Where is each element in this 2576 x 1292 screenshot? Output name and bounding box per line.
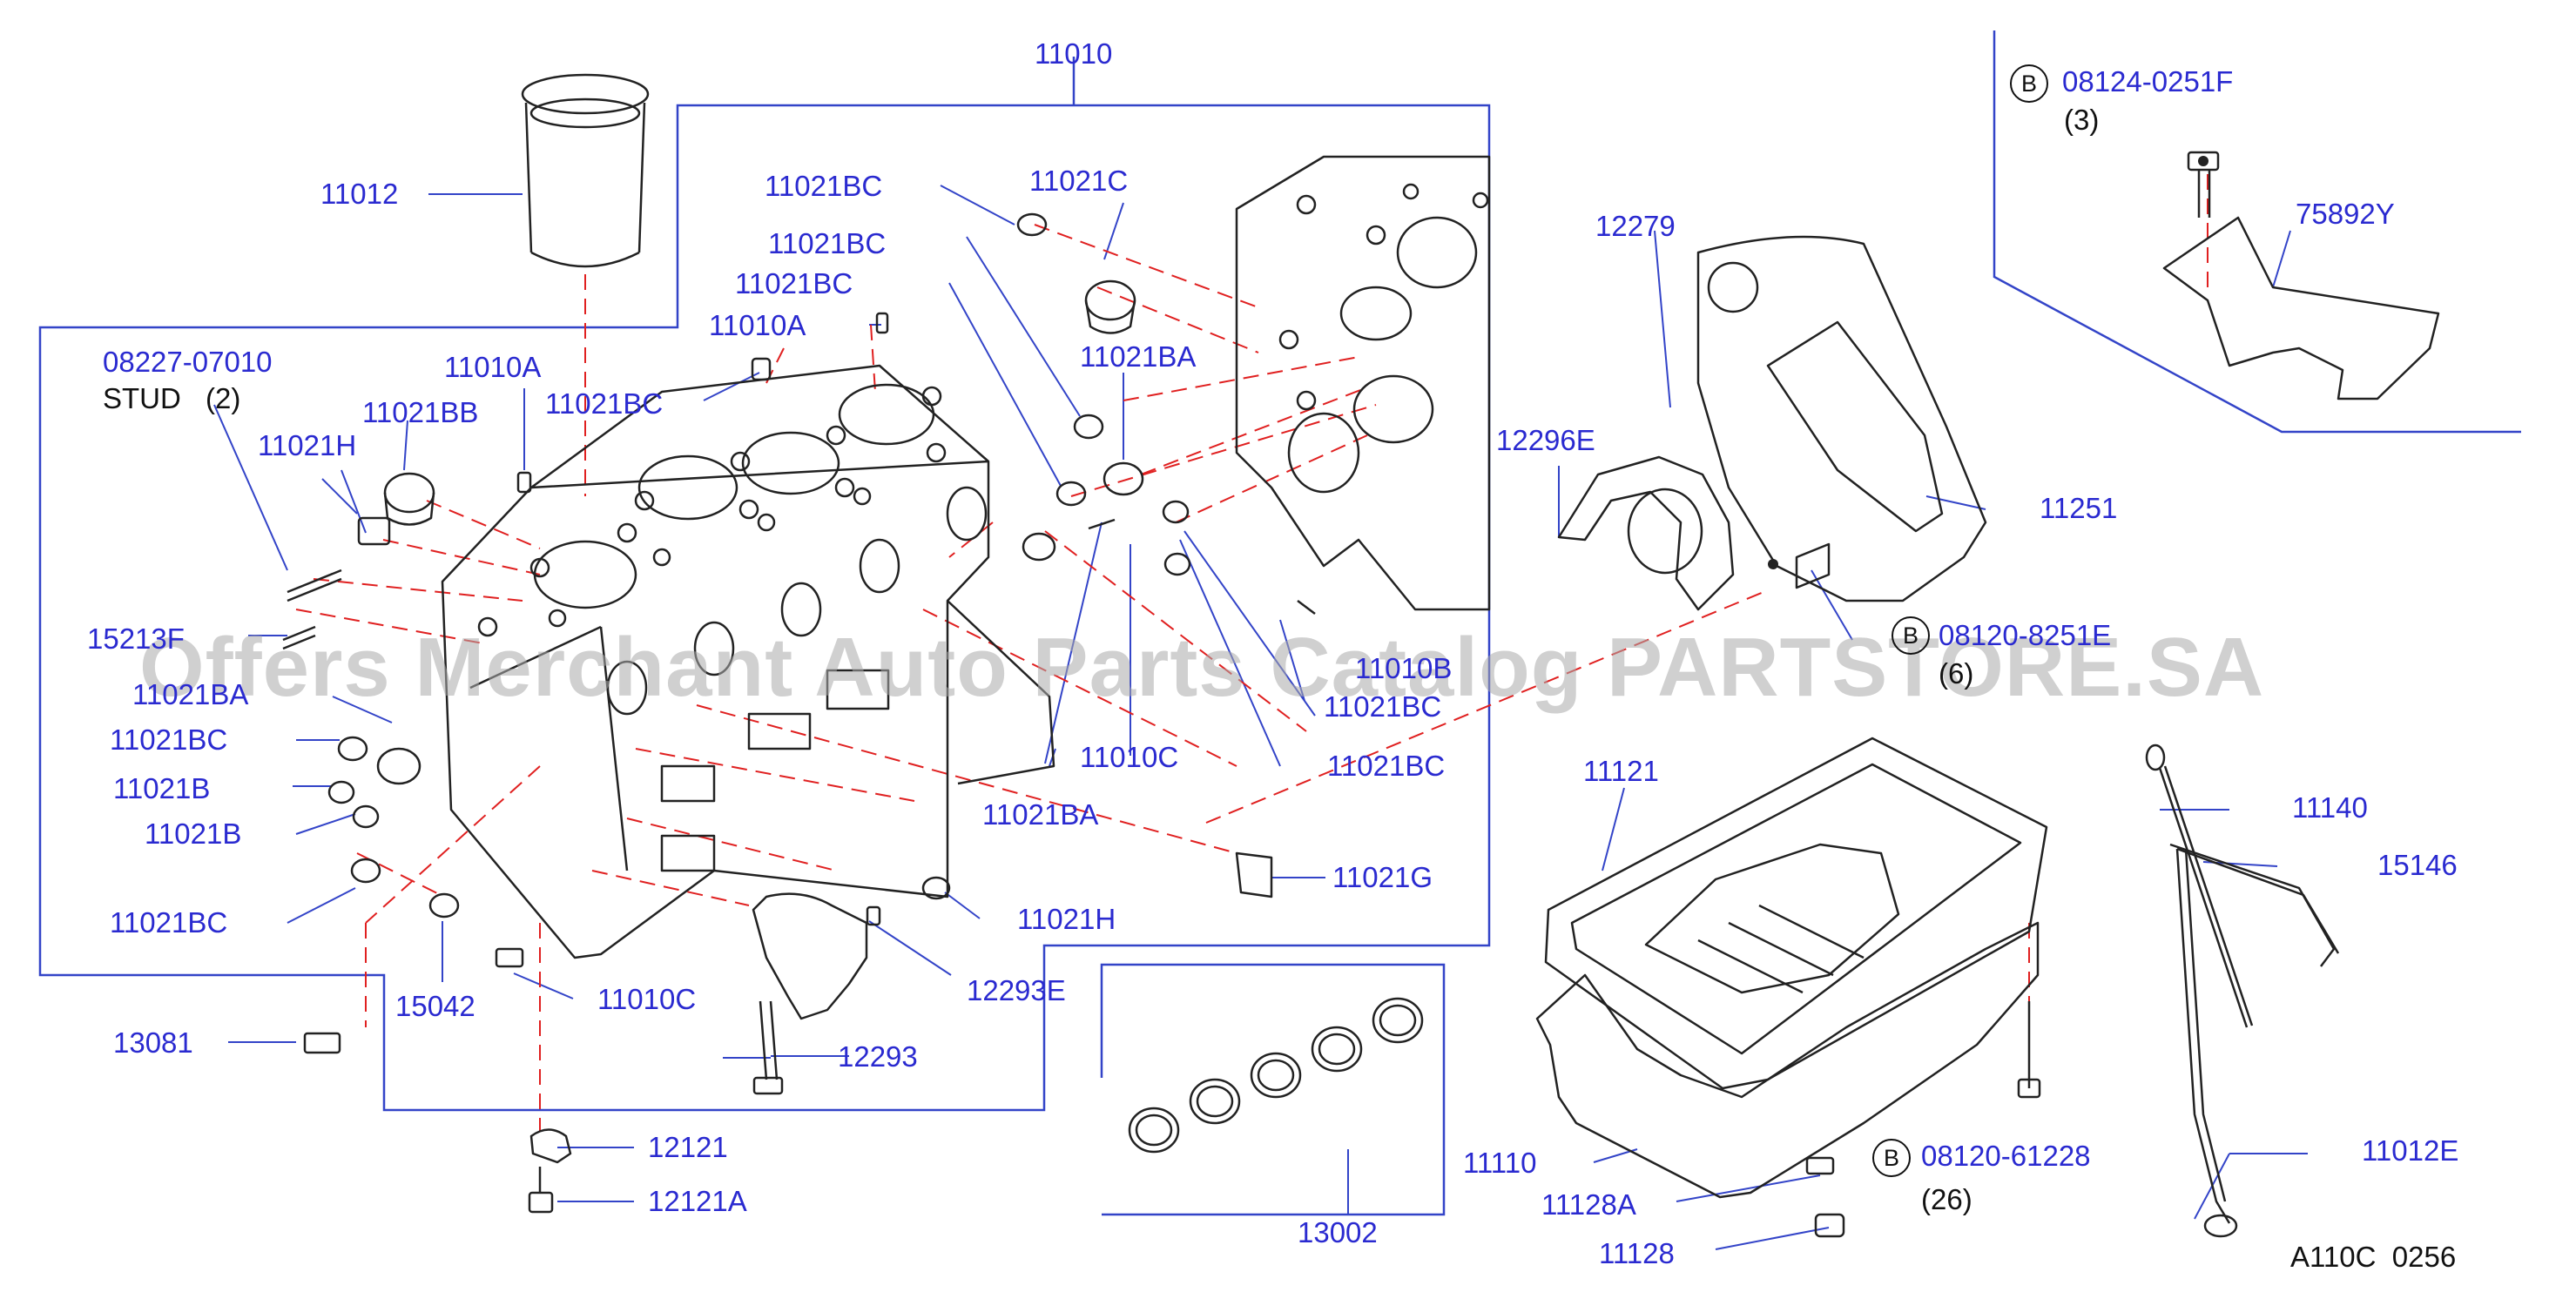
part-label-12296e[interactable]: 12296E xyxy=(1496,424,1595,456)
part-label-11021bc-5[interactable]: 11021BC xyxy=(110,723,228,756)
part-label-11010b[interactable]: 11010B xyxy=(1355,652,1453,684)
bolt-callout-b-1: B xyxy=(2010,64,2048,103)
part-label-11021bc-7[interactable]: 11021BC xyxy=(1324,690,1442,723)
dipstick-drawing xyxy=(2145,744,2340,1238)
part-label-12121[interactable]: 12121 xyxy=(648,1131,728,1163)
part-label-11010c-2[interactable]: 11010C xyxy=(1080,741,1179,773)
part-label-11010[interactable]: 11010 xyxy=(1035,37,1113,70)
part-label-11021bc-8[interactable]: 11021BC xyxy=(1327,750,1446,782)
part-label-11021g[interactable]: 11021G xyxy=(1332,861,1433,893)
part-label-11010a-2[interactable]: 11010A xyxy=(444,351,542,383)
oil-jet-drawing xyxy=(528,1128,572,1214)
part-label-11021bc-4[interactable]: 11021BC xyxy=(545,387,664,420)
part-label-08227-07010[interactable]: 08227-07010 xyxy=(103,346,273,378)
bearing-set-drawing xyxy=(1128,997,1424,1154)
part-label-11021b-1[interactable]: 11021B xyxy=(113,772,211,804)
leader-lines xyxy=(213,185,2308,1250)
plug-and-seal-drawings xyxy=(282,212,1316,1054)
part-label-11010c-1[interactable]: 11010C xyxy=(597,983,697,1015)
part-label-11021bc-1[interactable]: 11021BC xyxy=(765,170,883,202)
seal-retainer-drawing xyxy=(1557,455,1735,611)
bolt-quantity-6: (6) xyxy=(1939,657,1974,690)
part-label-11021h-2[interactable]: 11021H xyxy=(1017,903,1116,935)
part-label-11140[interactable]: 11140 xyxy=(2292,791,2368,824)
part-label-11110[interactable]: 11110 xyxy=(1463,1147,1537,1179)
part-label-11251[interactable]: 11251 xyxy=(2040,492,2118,524)
part-label-15042[interactable]: 15042 xyxy=(395,990,475,1022)
part-label-12293[interactable]: 12293 xyxy=(838,1040,918,1073)
part-label-11021ba-3[interactable]: 11021BA xyxy=(982,798,1099,831)
part-label-11021b-2[interactable]: 11021B xyxy=(145,818,242,850)
part-label-11128a[interactable]: 11128A xyxy=(1541,1188,1636,1221)
rear-plate-drawing xyxy=(1696,235,1987,602)
assembly-frame xyxy=(38,30,2521,1216)
part-label-13002[interactable]: 13002 xyxy=(1298,1216,1378,1248)
part-label-12279[interactable]: 12279 xyxy=(1595,210,1676,242)
part-label-15213f[interactable]: 15213F xyxy=(87,622,185,655)
part-label-11128[interactable]: 11128 xyxy=(1599,1237,1675,1269)
part-label-15146[interactable]: 15146 xyxy=(2377,849,2458,881)
part-label-11121[interactable]: 11121 xyxy=(1583,755,1659,787)
part-label-75892y[interactable]: 75892Y xyxy=(2296,198,2395,230)
part-label-11021h-1[interactable]: 11021H xyxy=(258,429,357,461)
bolt-quantity-3: (3) xyxy=(2064,104,2100,136)
bracket-drawing xyxy=(1795,151,2440,589)
bolt-heads xyxy=(1768,156,2208,569)
part-label-11012[interactable]: 11012 xyxy=(320,178,399,210)
block-end-view-drawing xyxy=(1235,155,1491,611)
part-label-11021ba-1[interactable]: 11021BA xyxy=(1080,340,1197,373)
bolt-quantity-26: (26) xyxy=(1921,1183,1972,1215)
part-label-13081[interactable]: 13081 xyxy=(113,1026,193,1059)
diagram-reference-code: A110C 0256 xyxy=(2290,1241,2457,1273)
part-label-11010a-1[interactable]: 11010A xyxy=(709,309,806,341)
part-label-11021bc-6[interactable]: 11021BC xyxy=(110,906,228,939)
part-label-11021bc-2[interactable]: 11021BC xyxy=(768,227,887,259)
bearing-cap-drawing xyxy=(752,892,868,1095)
part-drawings xyxy=(282,73,2440,1238)
part-label-08124-0251f[interactable]: 08124-0251F xyxy=(2062,65,2234,98)
part-label-12293e[interactable]: 12293E xyxy=(967,974,1066,1006)
cylinder-liner-drawing xyxy=(521,73,650,268)
part-label-11021bc-3[interactable]: 11021BC xyxy=(735,267,853,299)
part-label-11021c[interactable]: 11021C xyxy=(1029,165,1129,197)
part-label-11012e[interactable]: 11012E xyxy=(2362,1134,2459,1167)
part-label-08120-8251e[interactable]: 08120-8251E xyxy=(1939,619,2112,651)
bolt-callout-b-3: B xyxy=(1872,1139,1911,1177)
stud-quantity: (2) xyxy=(206,382,241,414)
dashed-alignment-lines xyxy=(295,174,2208,1132)
part-label-11021bb[interactable]: 11021BB xyxy=(362,396,479,428)
part-label-11021ba-2[interactable]: 11021BA xyxy=(132,678,249,710)
bolt-callout-b-2: B xyxy=(1892,616,1930,655)
stud-text: STUD xyxy=(103,382,181,414)
part-label-12121a[interactable]: 12121A xyxy=(648,1185,747,1217)
oil-pan-drawing xyxy=(1535,737,2048,1238)
cylinder-block-drawing xyxy=(441,364,1055,959)
part-label-08120-61228[interactable]: 08120-61228 xyxy=(1921,1140,2091,1172)
